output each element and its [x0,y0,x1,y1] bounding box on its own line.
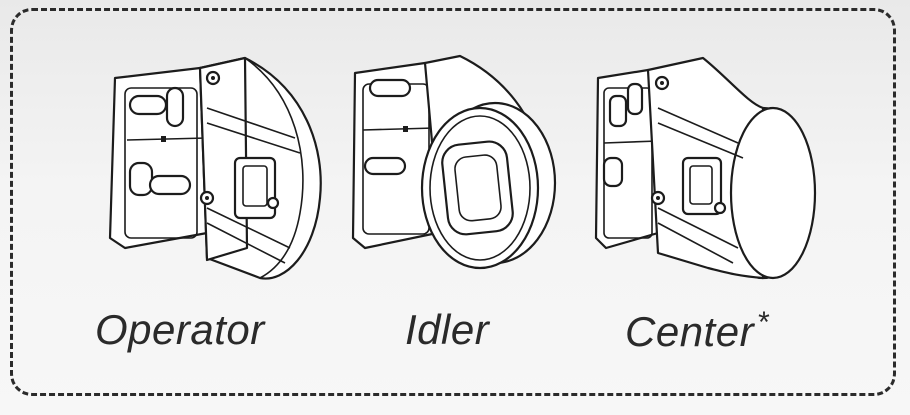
idler-bracket-illustration [345,48,605,298]
operator-bracket-illustration [95,48,355,298]
center-label: Center* [625,306,771,355]
center-bracket-illustration [588,48,848,298]
idler-label: Idler [405,306,490,353]
operator-label: Operator [95,306,265,353]
footnote-asterisk: * [758,306,771,339]
bracket-options-panel [10,8,896,396]
